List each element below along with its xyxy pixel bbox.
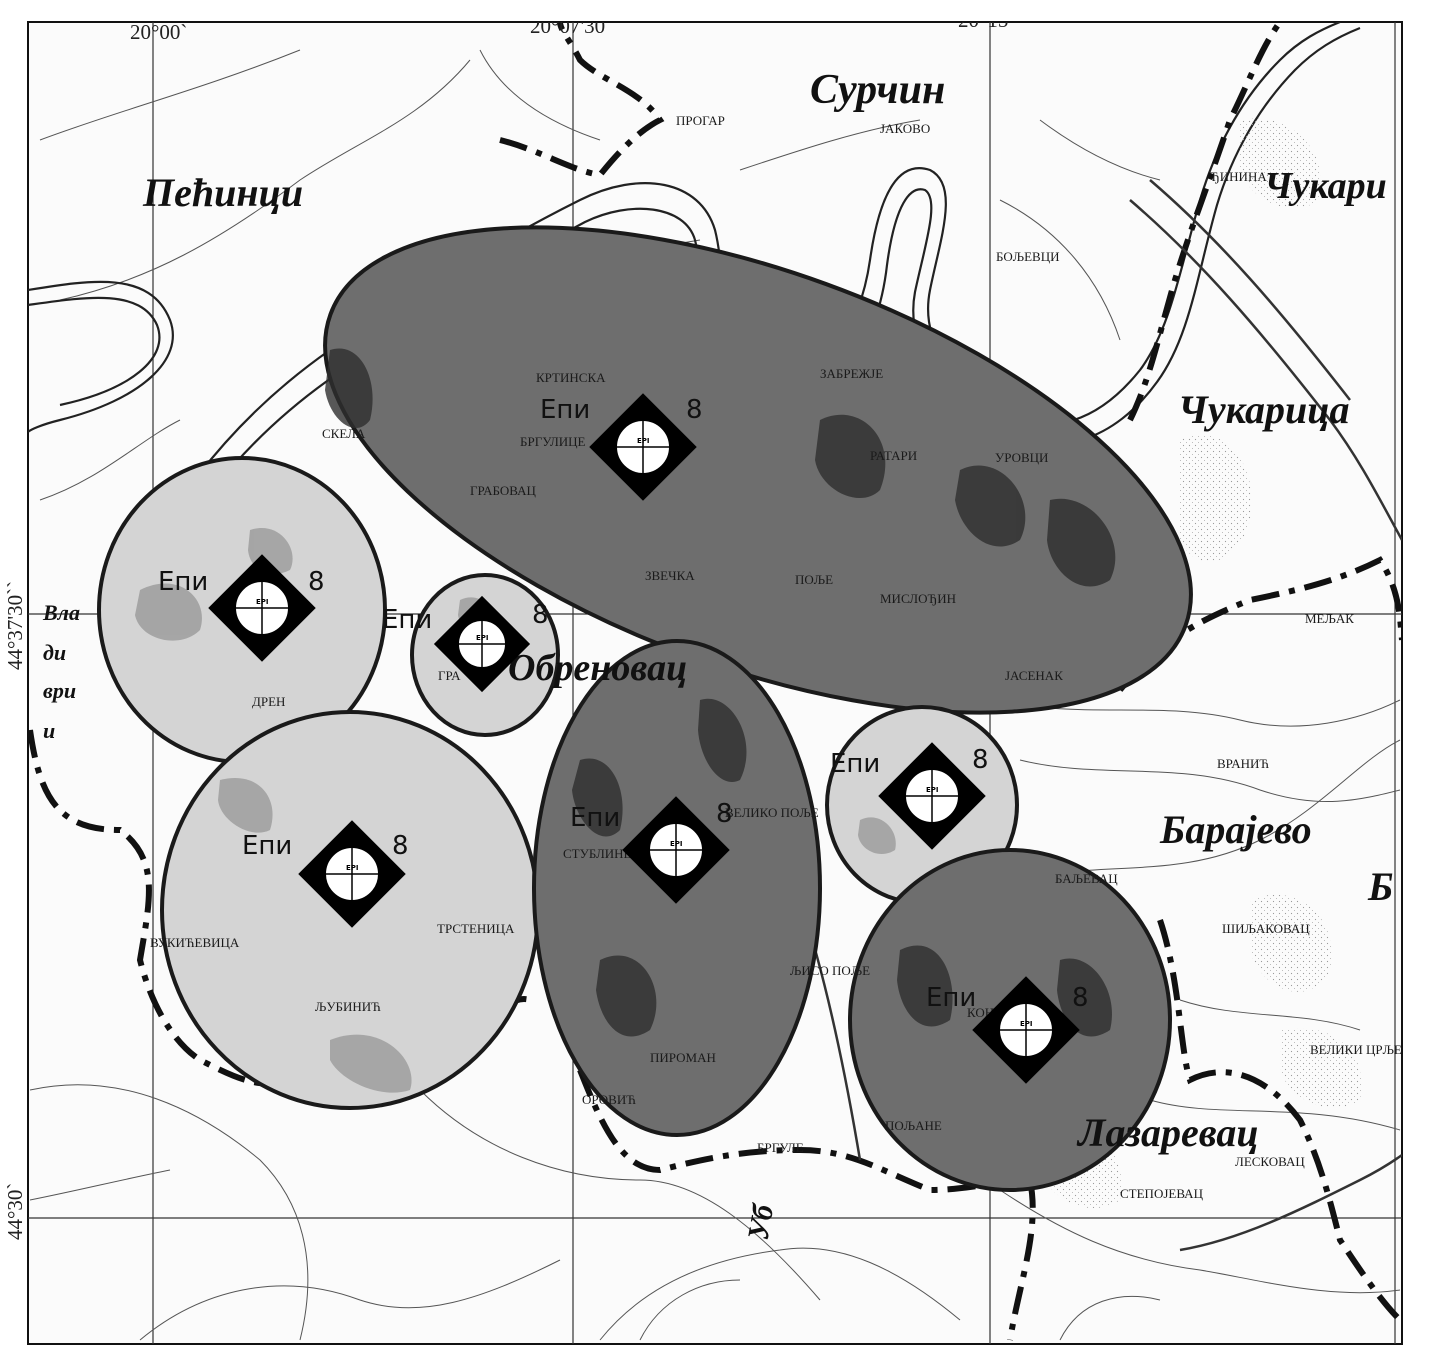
epi-marker-text: EPI [637,437,650,445]
village-label: ЈАКОВО [880,121,930,136]
village-label: ВРАНИЋ [1217,756,1269,771]
coord-top-20-22-30: 20°22'30`` [1318,3,1407,27]
city-fragment-vri: ври [43,678,76,703]
zone-number: 8 [1072,983,1089,1013]
village-label: БРГУЛИЦЕ [520,434,586,449]
epi-marker-icon: EPI [878,742,986,850]
village-label: МЕЉАК [1305,611,1354,626]
village-label: СТУБЛИНЕ [563,846,632,861]
village-label: ВЕЛИКИ ЦРЉЕНИ [1310,1042,1421,1057]
village-label: ГРАБОВАЦ [470,483,536,498]
city-cukarica: Чукарица [1178,387,1349,432]
village-label: ТРСТЕНИЦА [437,921,515,936]
village-label: ДРЕН [252,694,285,709]
village-label: БАЉЕВАЦ [1055,871,1118,886]
city-ub: Уб [742,1201,781,1243]
village-label: ЗАБРЕЖЈЕ [820,366,883,381]
zone-number: 8 [972,745,989,775]
village-label: БРГУЛЕ [757,1140,804,1155]
village-label: ПРОГАР [676,113,725,128]
city-lazarevac: Лазаревац [1076,1110,1259,1155]
zone-label: Епи [382,605,432,635]
village-label: РАТАРИ [870,448,917,463]
zone-northwest: Епи 8 EPI [158,554,325,662]
epi-marker-text: EPI [476,634,489,642]
village-label: ВУКИЋЕВИЦА [150,935,240,950]
zone-number: 8 [716,799,733,829]
village-label: ШИЉАКОВАЦ [1222,921,1310,936]
epi-marker-icon: EPI [433,595,531,693]
village-label: ЂИНИНА [1210,169,1267,184]
epi-marker-text: EPI [346,864,359,872]
zone-label: Епи [242,831,292,861]
city-barajevo: Барајево [1159,807,1312,852]
zone-number: 8 [308,567,325,597]
city-fragment-di: ди [43,640,66,665]
village-labels: ПРОГАР БОЉЕВЦИ ЈАКОВО КРТИНСКА БРГУЛИЦЕ … [150,113,1421,1201]
zone-obrenovac: Епи 8 EPI [570,796,733,904]
zone-label: Епи [830,749,880,779]
epi-marker-icon: EPI [622,796,730,904]
coord-left-44-37-30: 44°37'30`` [3,581,27,670]
village-label: ПОЉАНЕ [885,1118,942,1133]
village-label: ЈАСЕНАК [1005,668,1063,683]
zone-number: 8 [532,600,549,630]
village-label: УРОВЦИ [995,450,1048,465]
coord-top-20-15: 20°15` [958,8,1015,32]
zone-number: 8 [686,395,703,425]
village-label: ОРОВИЋ [582,1092,636,1107]
village-label: СКЕЛА [322,426,366,441]
village-label: ГРА [438,668,461,683]
coord-top-20-00: 20°00` [130,20,187,44]
city-fragment-vla: Вла [42,600,80,625]
coord-top-20-07-30: 20°07'30`` [530,14,619,38]
village-label: ПИРОМАН [650,1050,716,1065]
epi-marker-icon: EPI [589,393,697,501]
settlement-blotches [325,348,1116,1037]
village-label: БОЉЕВЦИ [996,249,1060,264]
village-label: ПОЉЕ [795,572,833,587]
city-surcin: Сурчин [810,67,945,113]
village-label: СТЕПОЈЕВАЦ [1120,1186,1204,1201]
zone-label: Епи [926,983,976,1013]
city-cukari-top: Чукари [1264,165,1387,207]
village-label: МИСЛОЂИН [880,591,956,606]
village-label: КРТИНСКА [536,370,606,385]
zone-label: Епи [570,803,620,833]
village-label: ЉУБИНИЋ [315,999,381,1014]
zone-label: Епи [158,567,208,597]
coord-left-44-30: 44°30` [3,1183,27,1240]
village-label: ВЕЛИКО ПОЉЕ [725,805,819,820]
zone-number: 8 [392,831,409,861]
light-blotches [135,528,896,1093]
city-b-fragment: Б [1367,864,1393,909]
epi-marker-text: EPI [670,840,683,848]
zone-grabovac: Епи 8 EPI [382,595,549,693]
epi-marker-text: EPI [1020,1020,1033,1028]
epi-marker-icon: EPI [298,820,406,928]
epi-marker-text: EPI [926,786,939,794]
village-label: ЗВЕЧКА [645,568,695,583]
city-fragment-i: и [43,718,55,743]
epi-marker-text: EPI [256,598,269,606]
zone-label: Епи [540,395,590,425]
zone-southwest: Епи 8 EPI [242,820,409,928]
city-obrenovac: Обреновац [508,647,687,689]
zone-north: Епи 8 EPI [540,393,703,501]
zone-center-east: Епи 8 EPI [830,742,989,850]
village-label: ЛЕСКОВАЦ [1235,1154,1305,1169]
epi-marker-icon: EPI [208,554,316,662]
village-label: ЉИСО ПОЉЕ [790,963,870,978]
city-pecinci: Пећинци [142,170,303,215]
